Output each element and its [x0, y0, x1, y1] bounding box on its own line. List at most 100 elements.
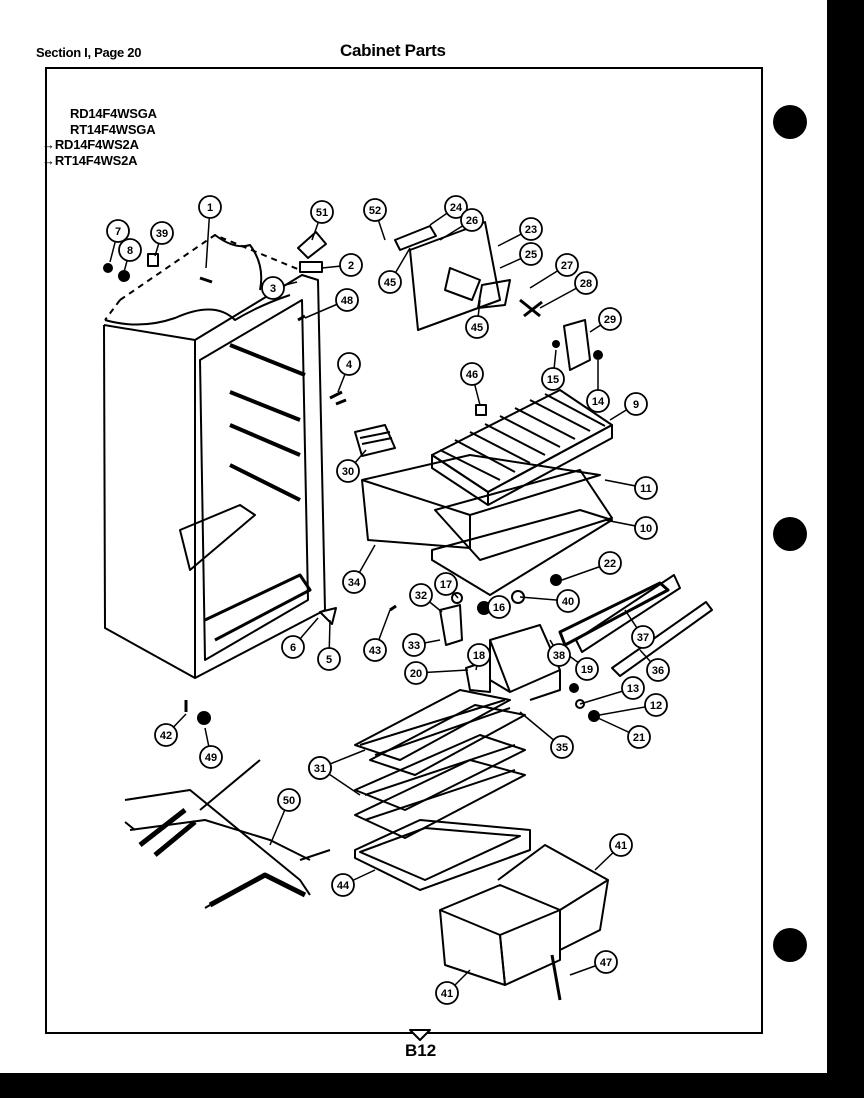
callout-number: 16: [493, 602, 505, 614]
freezer-shelf-assembly: [354, 389, 613, 596]
hinge-parts: [297, 231, 347, 625]
callout-number: 32: [415, 590, 427, 602]
arrow-icon: →: [42, 137, 55, 152]
callout-bubble: [487, 595, 511, 619]
cabinet-shell: [103, 234, 326, 679]
callout-bubble: [335, 288, 359, 312]
callout-bubble: [624, 392, 648, 416]
callout-number: 26: [466, 215, 478, 227]
callout-number: 14: [592, 396, 605, 408]
diagram-frame: [45, 67, 763, 1034]
model-item: →RT14F4WS2A: [42, 153, 157, 169]
callout-bubble: [465, 315, 489, 339]
callout-bubble: [409, 583, 433, 607]
model-name: RD14F4WSGA: [70, 106, 157, 121]
model-item: →RD14F4WS2A: [42, 137, 157, 153]
callout-bubble: [586, 389, 610, 413]
callout-number: 1: [207, 202, 213, 214]
callout-number: 46: [466, 369, 478, 381]
model-item: RD14F4WSGA: [70, 106, 157, 122]
callout-number: 52: [369, 205, 381, 217]
model-list: RD14F4WSGA RT14F4WSGA →RD14F4WS2A →RT14F…: [42, 106, 157, 168]
callout-bubble: [519, 242, 543, 266]
callout-bubble: [444, 195, 468, 219]
callout-number: 42: [160, 730, 172, 742]
callout-bubble: [547, 643, 571, 667]
callout-number: 25: [525, 249, 537, 261]
callout-bubble: [575, 657, 599, 681]
callout-bubble: [199, 745, 223, 769]
callout-number: 34: [348, 577, 361, 589]
callout-bubble: [337, 352, 361, 376]
callout-number: 29: [604, 314, 616, 326]
callout-number: 50: [283, 795, 295, 807]
model-item: RT14F4WSGA: [70, 122, 157, 138]
callout-number: 36: [652, 665, 664, 677]
callout-number: 6: [290, 642, 296, 654]
callout-number: 28: [580, 278, 592, 290]
callout-number: 10: [640, 523, 652, 535]
model-name: RT14F4WS2A: [54, 152, 138, 168]
callout-bubble: [118, 238, 142, 262]
callout-bubble: [198, 195, 222, 219]
callout-number: 41: [615, 840, 627, 852]
callout-number: 7: [115, 226, 121, 238]
callout-bubble: [363, 638, 387, 662]
callout-bubble: [644, 693, 668, 717]
callout-bubble: [555, 253, 579, 277]
callout-bubble: [404, 661, 428, 685]
callout-number: 51: [316, 207, 328, 219]
model-name: RD14F4WS2A: [54, 137, 139, 152]
callout-number: 33: [408, 640, 420, 652]
callout-number: 47: [600, 957, 612, 969]
callout-bubble: [609, 833, 633, 857]
glass-shelves: [354, 689, 531, 891]
callout-number: 8: [127, 245, 133, 257]
callout-bubble: [331, 873, 355, 897]
callout-number: 18: [473, 650, 485, 662]
wire-harness: [124, 759, 331, 909]
callout-number: 4: [346, 359, 353, 371]
callout-number: 49: [205, 752, 217, 764]
callout-number: 40: [562, 596, 574, 608]
callout-number: 11: [640, 483, 652, 495]
callout-bubble: [460, 208, 484, 232]
callout-bubble: [594, 950, 618, 974]
page-code: B12: [405, 1041, 437, 1060]
callout-bubble: [150, 221, 174, 245]
callout-bubble: [310, 200, 334, 224]
callout-bubble: [261, 276, 285, 300]
callout-bubble: [154, 723, 178, 747]
callout-bubble: [519, 217, 543, 241]
control-housing: [394, 221, 603, 371]
callout-number: 17: [440, 579, 452, 591]
crisper-drawers: [439, 844, 609, 1001]
callout-group: 1234567891011121314151617181920212223242…: [106, 195, 670, 1005]
arrow-icon: →: [42, 152, 55, 168]
callout-bubble: [378, 270, 402, 294]
callout-number: 44: [337, 880, 350, 892]
callout-number: 15: [547, 374, 559, 386]
callout-bubble: [363, 198, 387, 222]
callout-bubble: [634, 516, 658, 540]
callout-number: 39: [156, 228, 168, 240]
callout-bubble: [627, 725, 651, 749]
callout-bubble: [646, 658, 670, 682]
callout-bubble: [598, 551, 622, 575]
callout-number: 37: [637, 632, 649, 644]
callout-number: 27: [561, 260, 573, 272]
callout-bubble: [621, 676, 645, 700]
callout-bubble: [308, 756, 332, 780]
callout-number: 23: [525, 224, 537, 236]
callout-bubble: [336, 459, 360, 483]
callout-number: 38: [553, 650, 565, 662]
callout-bubble: [467, 643, 491, 667]
callout-number: 2: [348, 260, 354, 272]
callout-number: 45: [471, 322, 483, 334]
callout-number: 35: [556, 742, 568, 754]
callout-number: 12: [650, 700, 662, 712]
binder-hole-icon: [773, 928, 807, 962]
binder-hole-icon: [773, 517, 807, 551]
binder-hole-icon: [773, 105, 807, 139]
